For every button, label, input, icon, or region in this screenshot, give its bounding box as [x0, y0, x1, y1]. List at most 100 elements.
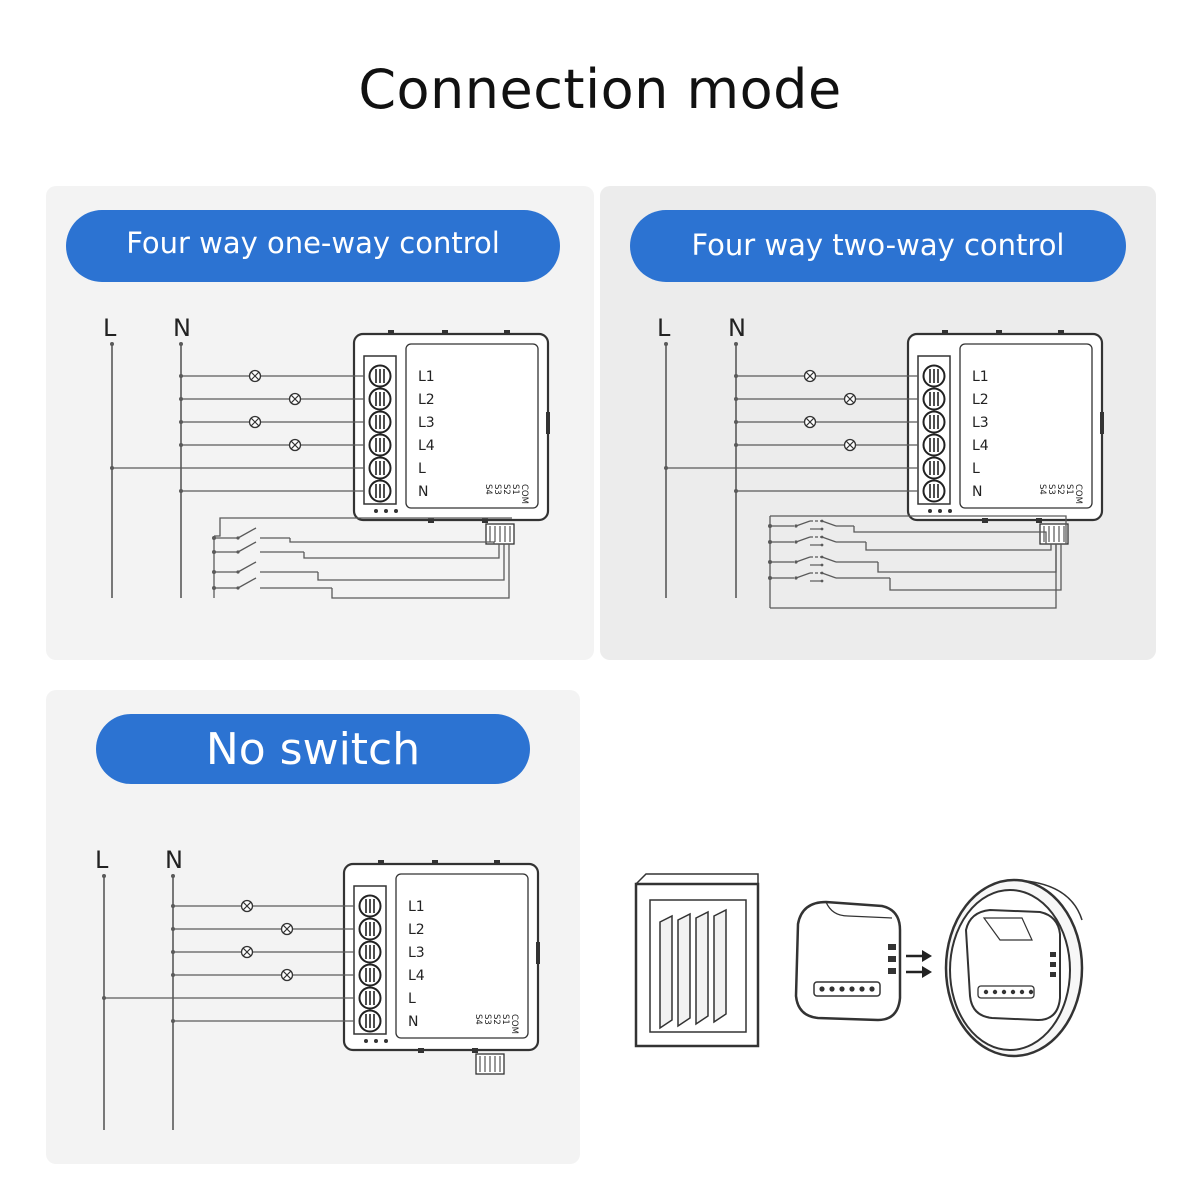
- lamp-icon: [803, 415, 817, 429]
- switch-input-label: S2: [501, 484, 511, 495]
- lamp-icon: [280, 922, 294, 936]
- switch-input-label: COM: [1073, 484, 1083, 504]
- terminal-screw-icon: [922, 387, 946, 411]
- wire: [889, 544, 1062, 591]
- rail-label-live: L: [657, 314, 671, 342]
- junction-dot: [110, 466, 114, 470]
- terminal-label: N: [408, 1014, 418, 1030]
- terminal-screw-icon: [358, 1009, 382, 1033]
- lamp-icon: [843, 392, 857, 406]
- wire: [853, 526, 1047, 544]
- lamp-icon: [240, 945, 254, 959]
- arrow-right-icon: [906, 950, 932, 978]
- rail-label-neutral: N: [728, 314, 746, 342]
- wire: [331, 544, 510, 599]
- junction-dot: [734, 443, 738, 447]
- panel-title-no-switch: No switch: [96, 714, 530, 784]
- installation-illustration: [634, 873, 1084, 1058]
- switch-input-label: S1: [510, 484, 520, 495]
- lamp-icon: [248, 369, 262, 383]
- terminal-screw-icon: [358, 986, 382, 1010]
- junction-dot: [179, 374, 183, 378]
- terminal-label: L3: [972, 415, 989, 431]
- junction-dot: [110, 342, 114, 346]
- junction-dot: [734, 374, 738, 378]
- terminal-screw-icon: [922, 479, 946, 503]
- terminal-label: L3: [408, 945, 425, 961]
- switch-icon: [236, 577, 257, 590]
- switch-input-label: S4: [1037, 484, 1047, 495]
- panel-title-two-way: Four way two-way control: [630, 210, 1126, 282]
- terminal-label: L4: [972, 438, 989, 454]
- terminal-screw-icon: [922, 456, 946, 480]
- terminal-screw-icon: [368, 364, 392, 388]
- junction-dot: [734, 397, 738, 401]
- terminal-label: L: [408, 991, 416, 1007]
- lamp-icon: [248, 415, 262, 429]
- wire: [317, 544, 505, 581]
- junction-dot: [179, 342, 183, 346]
- terminal-label: N: [418, 484, 428, 500]
- terminal-label: L2: [972, 392, 989, 408]
- terminal-screw-icon: [358, 940, 382, 964]
- junction-dot: [734, 420, 738, 424]
- junction-dot: [664, 342, 668, 346]
- junction-dot: [664, 466, 668, 470]
- terminal-screw-icon: [368, 433, 392, 457]
- terminal-label: L4: [408, 968, 425, 984]
- panel-title-one-way: Four way one-way control: [66, 210, 560, 282]
- switch-input-label: COM: [519, 484, 529, 504]
- terminal-screw-icon: [358, 963, 382, 987]
- wire: [865, 542, 1052, 551]
- junction-dot: [102, 874, 106, 878]
- wall-switch-icon: [634, 873, 760, 1048]
- wire: [289, 538, 495, 544]
- two-way-switch-icon: [794, 555, 837, 567]
- page-title: Connection mode: [358, 58, 842, 121]
- junction-dot: [171, 904, 175, 908]
- junction-dot: [171, 973, 175, 977]
- switch-input-label: S3: [492, 484, 502, 495]
- junction-dot: [171, 927, 175, 931]
- terminal-screw-icon: [922, 410, 946, 434]
- rail-label-live: L: [103, 314, 117, 342]
- junction-dot: [179, 420, 183, 424]
- smart-module-icon: [794, 900, 902, 1022]
- wire: [770, 515, 1067, 544]
- junction-dot: [179, 397, 183, 401]
- switch-input-label: S4: [483, 484, 493, 495]
- two-way-switch-icon: [794, 535, 837, 547]
- switch-input-label: S4: [473, 1014, 483, 1025]
- terminal-label: L3: [418, 415, 435, 431]
- terminal-label: L: [418, 461, 426, 477]
- wall-box-icon: [944, 878, 1084, 1058]
- switch-icon: [236, 541, 257, 554]
- terminal-screw-icon: [368, 410, 392, 434]
- lamp-icon: [843, 438, 857, 452]
- terminal-label: L1: [972, 369, 989, 385]
- terminal-label: L1: [408, 899, 425, 915]
- two-way-switch-icon: [794, 519, 837, 531]
- junction-dot: [734, 342, 738, 346]
- switch-input-label: S2: [491, 1014, 501, 1025]
- lamp-icon: [288, 392, 302, 406]
- rail-label-live: L: [95, 846, 109, 874]
- terminal-screw-icon: [368, 456, 392, 480]
- switch-input-label: S2: [1055, 484, 1065, 495]
- terminal-label: L2: [418, 392, 435, 408]
- junction-dot: [102, 996, 106, 1000]
- terminal-screw-icon: [358, 894, 382, 918]
- terminal-screw-icon: [368, 479, 392, 503]
- junction-dot: [179, 443, 183, 447]
- switch-input-label: S1: [1064, 484, 1074, 495]
- lamp-icon: [280, 968, 294, 982]
- wire: [877, 544, 1057, 573]
- rail-label-neutral: N: [173, 314, 191, 342]
- wire: [303, 544, 500, 559]
- terminal-screw-icon: [922, 433, 946, 457]
- terminal-label: N: [972, 484, 982, 500]
